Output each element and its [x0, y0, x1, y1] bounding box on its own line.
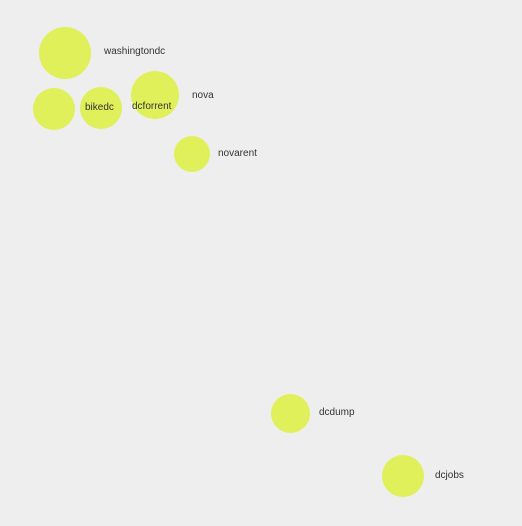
bubble-nova[interactable] — [131, 71, 179, 119]
bubble-washingtondc[interactable] — [39, 27, 91, 79]
bubble-dcdump[interactable] — [271, 394, 310, 433]
label-dcforrent[interactable]: dcforrent — [132, 101, 172, 112]
label-bikedc[interactable]: bikedc — [85, 102, 114, 113]
label-nova[interactable]: nova — [192, 90, 214, 101]
label-dcdump[interactable]: dcdump — [319, 407, 355, 418]
bubble-dcjobs[interactable] — [382, 455, 424, 497]
label-novarent[interactable]: novarent — [218, 148, 257, 159]
label-dcjobs[interactable]: dcjobs — [435, 470, 464, 481]
bubble-bikedc[interactable] — [80, 87, 122, 129]
bubble-novarent[interactable] — [174, 136, 210, 172]
bubble-unlabeled[interactable] — [33, 88, 75, 130]
label-washingtondc[interactable]: washingtondc — [104, 46, 166, 57]
